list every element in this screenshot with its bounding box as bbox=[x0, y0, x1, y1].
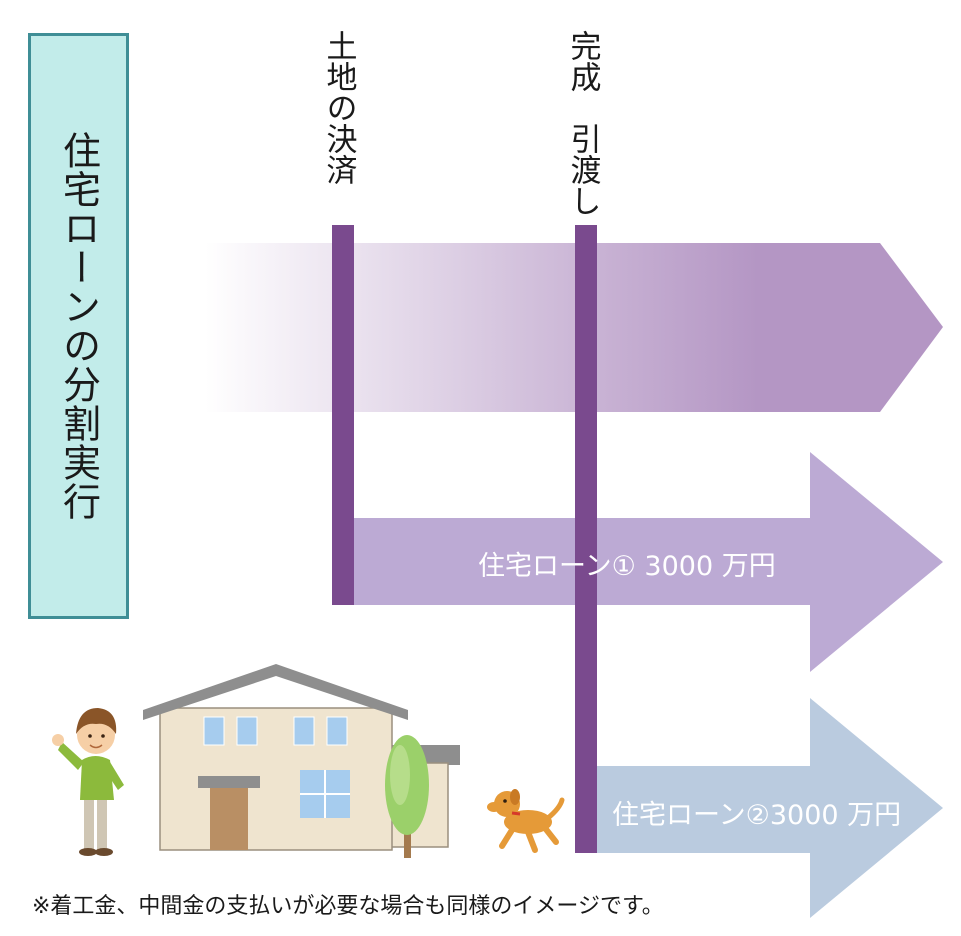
diagram-title: 住宅ローンの分割実行 bbox=[56, 131, 101, 521]
loan2-arrow bbox=[597, 698, 943, 918]
total-loan-arrow bbox=[205, 243, 943, 412]
dog-icon bbox=[487, 789, 565, 853]
completion-bar bbox=[575, 225, 597, 853]
house-icon bbox=[143, 664, 460, 851]
tree-icon bbox=[385, 735, 429, 858]
land-settlement-bar bbox=[332, 225, 354, 605]
loan1-label: 住宅ローン① 3000 万円 bbox=[478, 551, 776, 582]
milestone-completion-handover: 完成 引渡し bbox=[564, 30, 601, 216]
loan1-arrow bbox=[352, 452, 943, 672]
title-box: 住宅ローンの分割実行 bbox=[28, 33, 129, 619]
milestone-land-settlement: 土地の決済 bbox=[320, 30, 357, 185]
person-pointing-icon bbox=[52, 708, 124, 856]
loan2-label: 住宅ローン②3000 万円 bbox=[612, 800, 902, 831]
footnote: ※着工金、中間金の支払いが必要な場合も同様のイメージです。 bbox=[32, 894, 664, 919]
